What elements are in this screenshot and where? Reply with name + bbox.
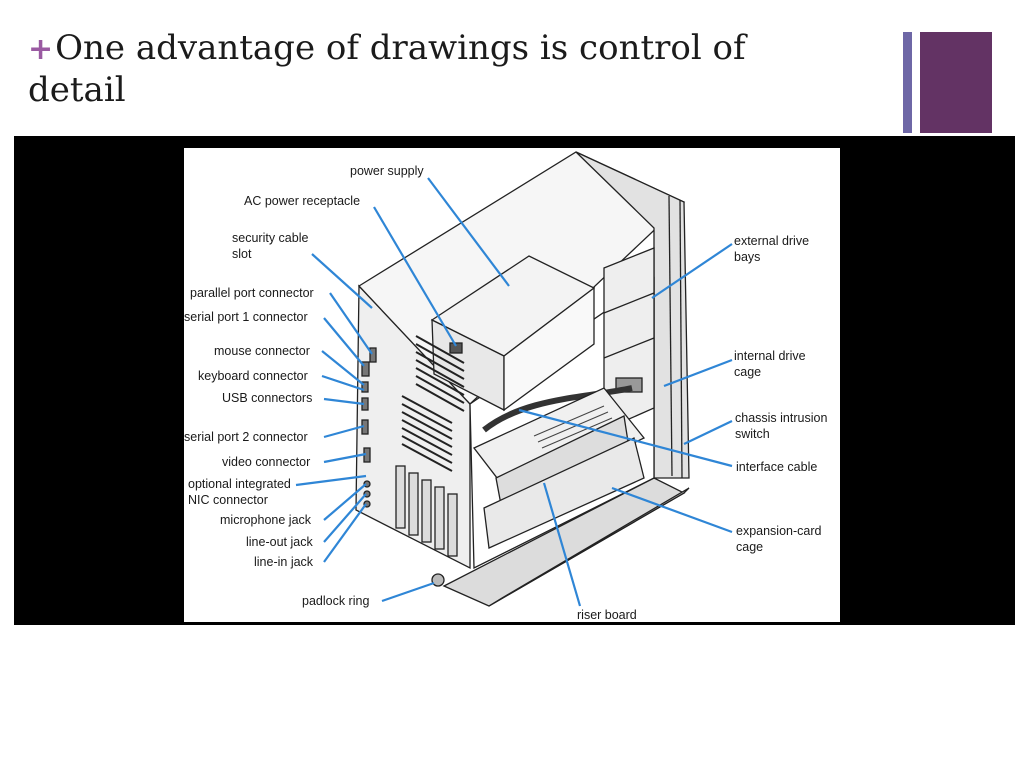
- drive-bay-divider: [603, 292, 655, 314]
- label-padlock-ring: padlock ring: [302, 594, 369, 608]
- plus-icon: +: [28, 32, 54, 67]
- serial-port-1: [361, 361, 370, 377]
- diagram-svg: power supply AC power receptacle securit…: [184, 151, 827, 622]
- power-supply-front: [503, 286, 595, 412]
- pointer-parallel-port: [329, 292, 373, 355]
- drive-bay-divider-2: [603, 337, 655, 359]
- label-power-supply: power supply: [350, 164, 424, 178]
- ps2-ports: [361, 381, 369, 393]
- pointer-power-supply: [427, 177, 510, 287]
- label-switch: switch: [735, 427, 770, 441]
- pointer-line-in-jack: [323, 503, 367, 563]
- label-bays: bays: [734, 250, 760, 264]
- pointer-video-connector: [323, 452, 367, 464]
- label-interface-cable: interface cable: [736, 460, 817, 474]
- label-internal-drive: internal drive: [734, 349, 806, 363]
- pointer-microphone-jack: [323, 483, 367, 521]
- pointer-usb-connectors: [323, 397, 365, 406]
- pointer-riser-board: [542, 482, 582, 607]
- pointer-internal-drive-cage: [663, 358, 733, 388]
- parallel-port: [369, 347, 377, 363]
- accent-bar-block: [920, 32, 992, 133]
- label-line-out-jack: line-out jack: [246, 535, 313, 549]
- label-expansion-card: expansion-card: [736, 524, 822, 538]
- pointer-line-out-jack: [323, 493, 367, 543]
- upper-vents: [415, 335, 465, 412]
- label-mouse-connector: mouse connector: [214, 344, 310, 358]
- label-riser-board: riser board: [577, 608, 637, 622]
- interface-cable-drawing: [482, 385, 633, 433]
- pointer-keyboard-connector: [321, 374, 365, 392]
- pointer-padlock-ring: [381, 581, 435, 603]
- accent-bar-thin: [903, 32, 912, 133]
- label-serial-port-2-connector: serial port 2 connector: [184, 430, 308, 444]
- pointer-nic-connector: [295, 474, 367, 487]
- bezel-line-2: [679, 199, 683, 479]
- ac-receptacle: [449, 342, 463, 354]
- bezel-line: [668, 195, 673, 477]
- tower-base-edge: [488, 487, 690, 607]
- label-external-drive: external drive: [734, 234, 809, 248]
- label-nic-connector: NIC connector: [188, 493, 268, 507]
- label-cage: cage: [734, 365, 761, 379]
- pointer-security-cable-slot: [311, 253, 373, 309]
- label-chassis-intrusion: chassis intrusion: [735, 411, 827, 425]
- label-serial-port-1-connector: serial port 1 connector: [184, 310, 308, 324]
- pointer-serial-port-1: [323, 317, 365, 367]
- title-line-2: detail: [28, 70, 126, 110]
- label-group: power supply AC power receptacle securit…: [184, 164, 827, 622]
- pointer-external-drive-bays: [651, 243, 733, 299]
- label-ac-power-receptacle: AC power receptacle: [244, 194, 360, 208]
- label-keyboard-connector: keyboard connector: [198, 369, 308, 383]
- title-line-1: One advantage of drawings is control of: [55, 28, 746, 68]
- computer-diagram: power supply AC power receptacle securit…: [184, 148, 840, 622]
- label-microphone-jack: microphone jack: [220, 513, 312, 527]
- lower-vents: [401, 395, 453, 472]
- label-line-in-jack: line-in jack: [254, 555, 314, 569]
- padlock-ring-drawing: [431, 573, 445, 587]
- label-parallel-port-connector: parallel port connector: [190, 286, 314, 300]
- expansion-slot-covers: [395, 465, 458, 557]
- pointer-chassis-intrusion-switch: [683, 420, 733, 445]
- label-usb-connectors: USB connectors: [222, 391, 312, 405]
- pointer-ac-power-receptacle: [373, 206, 457, 347]
- slide-title: +One advantage of drawings is control of…: [28, 28, 868, 111]
- pointer-expansion-card-cage: [611, 486, 733, 534]
- pointer-mouse-connector: [321, 350, 365, 386]
- pointer-serial-port-2: [323, 424, 365, 439]
- label-security-cable-slot: security cable: [232, 231, 308, 245]
- pointer-lines: [295, 177, 733, 607]
- label-optional-integrated: optional integrated: [188, 477, 291, 491]
- expansion-card-cage-drawing: [483, 437, 645, 549]
- label-security-cable-slot-2: slot: [232, 247, 252, 261]
- pointer-interface-cable: [518, 408, 733, 468]
- computer-tower-drawing: [355, 151, 690, 607]
- label-expansion-card-cage: cage: [736, 540, 763, 554]
- front-bezel: [575, 151, 690, 479]
- label-video-connector: video connector: [222, 455, 310, 469]
